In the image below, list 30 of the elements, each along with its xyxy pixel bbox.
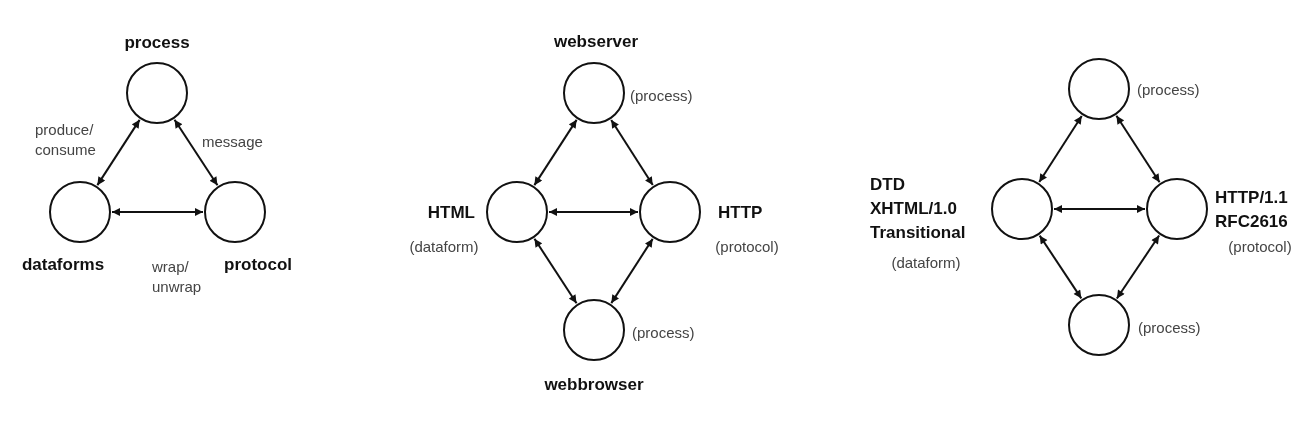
double-arrow [1038, 234, 1083, 300]
double-arrow [548, 208, 639, 216]
double-arrow [533, 237, 578, 305]
double-arrow [111, 208, 204, 216]
double-arrow [173, 118, 219, 187]
double-arrow [1115, 114, 1161, 184]
double-arrow [96, 118, 141, 187]
double-arrow [610, 118, 654, 187]
node-title: HTTP/1.1 RFC2616 [1215, 187, 1289, 233]
double-arrow [1053, 205, 1146, 213]
node-title: DTD XHTML/1.0 Transitional [870, 174, 967, 244]
double-arrow [533, 118, 578, 187]
node-title: dataforms [21, 254, 105, 276]
node-role-label: (dataform) [891, 253, 961, 271]
node-role-label: (process) [630, 86, 693, 104]
double-arrow [610, 237, 654, 305]
node-role-label: (dataform) [409, 237, 479, 255]
node-role-label: (process) [632, 323, 695, 341]
node-role-label: (process) [1137, 80, 1200, 98]
node-title: HTML [427, 202, 475, 224]
node-title: protocol [224, 254, 292, 276]
double-arrow [1038, 114, 1083, 184]
node-title: webbrowser [544, 374, 644, 396]
node-title: process [124, 32, 190, 54]
node-title: webserver [553, 31, 639, 53]
double-arrow [1115, 234, 1161, 300]
node-role-label: (protocol) [715, 237, 779, 255]
node-role-label: (protocol) [1228, 237, 1292, 255]
node-title: HTTP [718, 202, 763, 224]
node-role-label: (process) [1138, 318, 1201, 336]
